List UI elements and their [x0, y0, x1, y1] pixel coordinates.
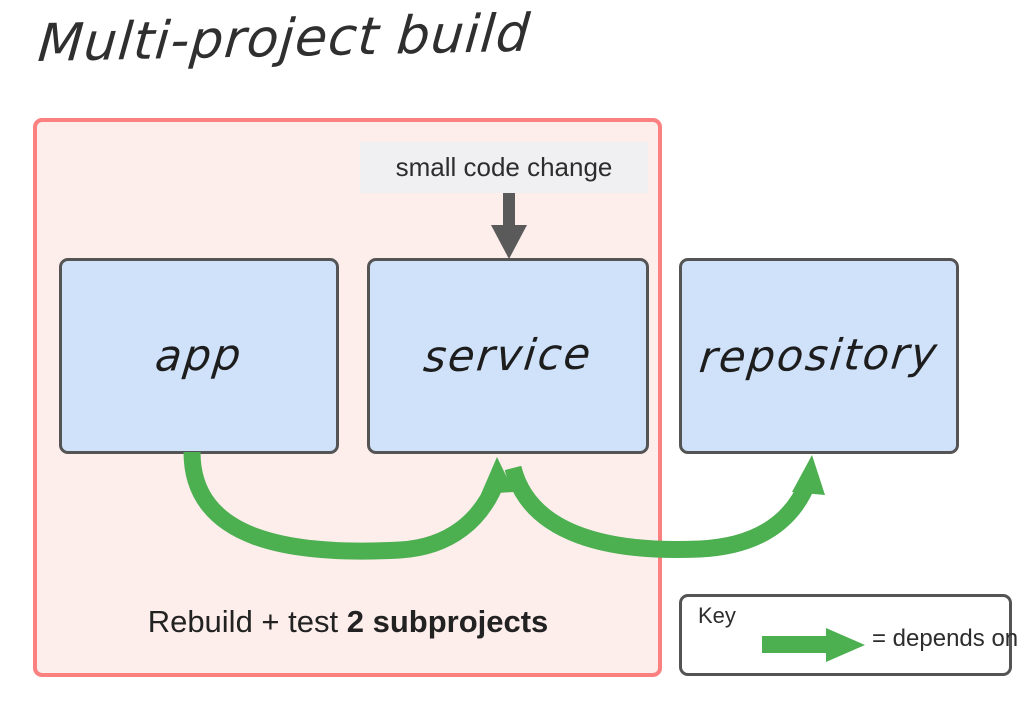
- subproject-box-repository[interactable]: repository: [679, 258, 959, 454]
- rebuild-caption: Rebuild + test 2 subprojects: [48, 598, 648, 646]
- page-title: Multi-project build: [35, 3, 533, 74]
- rebuild-caption-count: 2 subprojects: [346, 604, 549, 639]
- depends-on-arrow-icon: [762, 627, 867, 663]
- subproject-label-app: app: [152, 330, 246, 382]
- key-legend-text: = depends on: [872, 625, 1019, 652]
- subproject-box-service[interactable]: service: [367, 258, 649, 454]
- key-legend-box: Key = depends on: [679, 594, 1018, 676]
- rebuild-caption-prefix: Rebuild + test: [147, 604, 347, 639]
- code-change-arrow-icon: [484, 193, 534, 261]
- subproject-label-service: service: [421, 329, 595, 383]
- subproject-label-repository: repository: [696, 328, 942, 384]
- code-change-label: small code change: [360, 142, 648, 193]
- subproject-box-app[interactable]: app: [59, 258, 339, 454]
- key-title: Key: [698, 603, 736, 628]
